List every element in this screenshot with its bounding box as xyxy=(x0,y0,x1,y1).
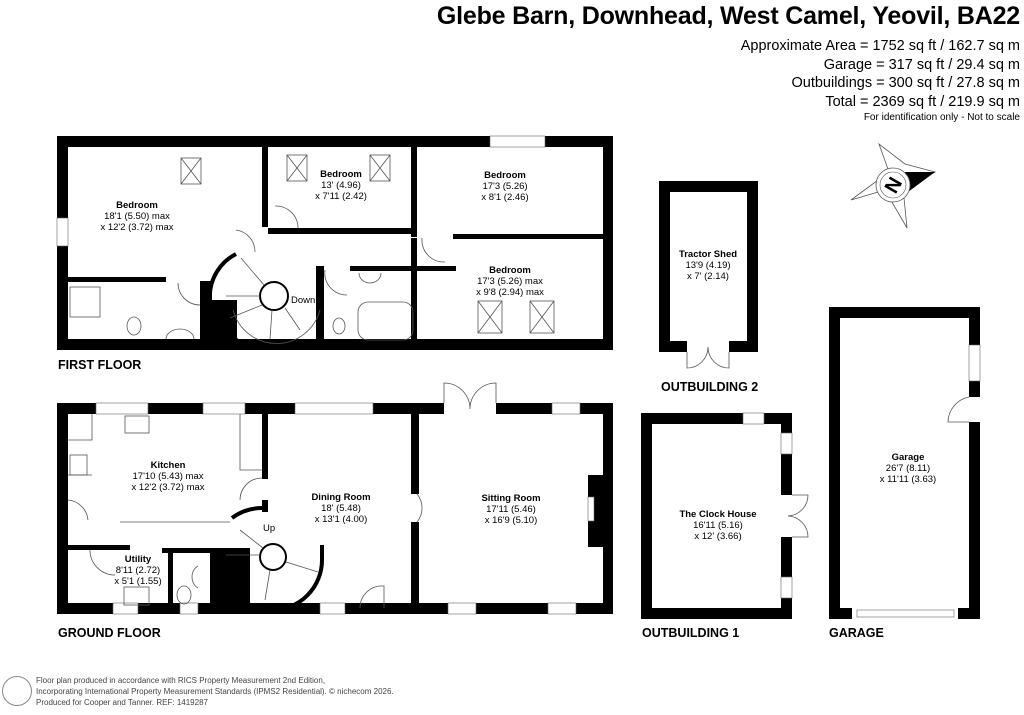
area-total: Total = 2369 sq ft / 219.9 sq m xyxy=(825,93,1020,110)
room-dimension: 13'9 (4.19) xyxy=(685,260,730,271)
room-dimension: x 8'1 (2.46) xyxy=(481,192,528,203)
room-dimension: x 16'9 (5.10) xyxy=(485,515,538,526)
room-name: Sitting Room xyxy=(481,493,540,504)
garage: Garage 26'7 (8.11) x 11'11 (3.63) GARAGE xyxy=(829,307,981,640)
room-dimension: 18' (5.48) xyxy=(321,503,361,514)
area-approximate: Approximate Area = 1752 sq ft / 162.7 sq… xyxy=(740,38,1020,54)
floor-label: OUTBUILDING 1 xyxy=(642,626,739,640)
room-dimension: x 12'2 (3.72) max xyxy=(131,482,204,493)
page-title: Glebe Barn, Downhead, West Camel, Yeovil… xyxy=(436,2,1020,30)
room-name: Dining Room xyxy=(311,492,370,503)
room-name: Tractor Shed xyxy=(679,249,737,260)
footer-line: Incorporating International Property Mea… xyxy=(36,687,394,696)
room-dimension: 8'11 (2.72) xyxy=(116,565,160,576)
room-dimension: 17'3 (5.26) max xyxy=(477,276,543,287)
area-outbuildings: Outbuildings = 300 sq ft / 27.8 sq m xyxy=(791,75,1020,91)
area-garage: Garage = 317 sq ft / 29.4 sq m xyxy=(823,56,1020,73)
room-dimension: x 9'8 (2.94) max xyxy=(476,287,544,298)
outbuilding-1: The Clock House 16'11 (5.16) x 12' (3.66… xyxy=(641,412,809,640)
footer-line: Floor plan produced in accordance with R… xyxy=(36,676,326,685)
floor-label: FIRST FLOOR xyxy=(58,358,141,372)
person-icon xyxy=(2,676,32,706)
room-dimension: 26'7 (8.11) xyxy=(886,463,930,474)
room-dimension: 13' (4.96) xyxy=(321,180,361,191)
room-name: Bedroom xyxy=(489,265,531,276)
outbuilding-2: Tractor Shed 13'9 (4.19) x 7' (2.14) OUT… xyxy=(659,181,758,394)
room-name: Bedroom xyxy=(484,170,526,181)
room-dimension: x 5'1 (1.55) xyxy=(114,576,161,587)
room-name: Kitchen xyxy=(151,460,186,471)
floor-label: GROUND FLOOR xyxy=(58,626,161,640)
floor-label: GARAGE xyxy=(829,626,884,640)
room-name: Utility xyxy=(125,554,152,565)
first-floor: Down Bedroom 18'1 (5.50) max x 12'2 (3.7… xyxy=(56,135,613,372)
room-dimension: 17'3 (5.26) xyxy=(482,181,527,192)
room-name: Garage xyxy=(892,452,925,463)
room-name: Bedroom xyxy=(320,169,362,180)
room-dimension: x 7' (2.14) xyxy=(687,271,729,282)
room-dimension: 17'10 (5.43) max xyxy=(133,471,204,482)
footer-line: Produced for Cooper and Tanner. REF: 141… xyxy=(36,698,208,707)
room-dimension: x 12' (3.66) xyxy=(694,531,741,542)
room-dimension: 18'1 (5.50) max xyxy=(104,211,170,222)
room-name: The Clock House xyxy=(679,509,756,520)
compass-icon: N xyxy=(850,142,937,229)
room-dimension: 16'11 (5.16) xyxy=(693,520,743,531)
ground-floor: Up Kitchen 17'10 (5.43) max x 12'2 (3.72… xyxy=(57,382,613,640)
room-dimension: x 12'2 (3.72) max xyxy=(100,222,173,233)
room-dimension: x 7'11 (2.42) xyxy=(315,191,367,202)
scale-note: For identification only - Not to scale xyxy=(863,112,1020,123)
area-summary: Approximate Area = 1752 sq ft / 162.7 sq… xyxy=(741,37,1020,111)
stairs-up-label: Up xyxy=(263,523,275,534)
room-dimension: 17'11 (5.46) xyxy=(486,504,536,515)
room-dimension: x 11'11 (3.63) xyxy=(880,474,936,485)
floor-label: OUTBUILDING 2 xyxy=(661,380,758,394)
stairs-down-label: Down xyxy=(291,295,315,306)
room-name: Bedroom xyxy=(116,200,158,211)
room-dimension: x 13'1 (4.00) xyxy=(315,514,368,525)
footer-disclaimer: Floor plan produced in accordance with R… xyxy=(36,675,394,708)
